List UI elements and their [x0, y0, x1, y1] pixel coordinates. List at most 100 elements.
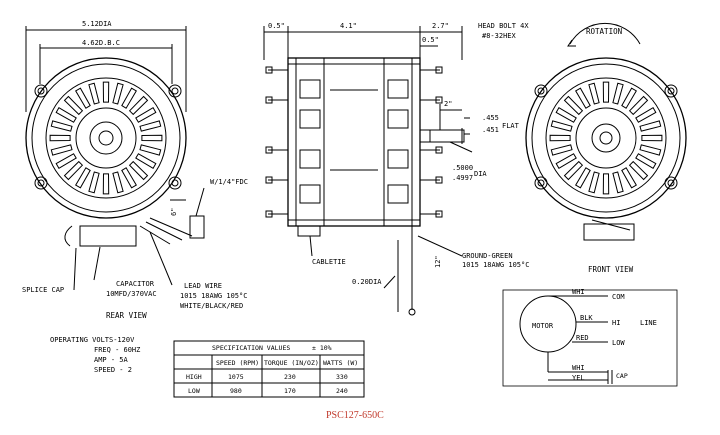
vent-slot	[88, 171, 100, 194]
vent-slot	[112, 82, 124, 105]
cable-tie-label: CABLETIE	[312, 258, 346, 266]
head-bolt-spec: #8-32HEX	[482, 32, 517, 40]
vent-slot	[139, 144, 162, 156]
motor-label: MOTOR	[532, 322, 554, 330]
wire-cap: CAP	[616, 372, 628, 380]
ground-green-label: GROUND-GREEN	[462, 252, 513, 260]
bolt-nut	[265, 146, 273, 154]
vent-slot	[628, 160, 649, 181]
rear-view-title: REAR VIEW	[106, 311, 147, 320]
wire-line: LINE	[640, 319, 657, 327]
spec-row-high-label: HIGH	[186, 373, 202, 381]
spec-row-low-torque: 170	[284, 387, 296, 395]
vent-slot	[75, 87, 91, 109]
spec-row-low-label: LOW	[188, 387, 200, 395]
wire-hi: HI	[612, 319, 620, 327]
bolt-nut	[435, 146, 443, 154]
dim-455: .455	[482, 114, 499, 122]
bolt-nut	[435, 210, 443, 218]
bolt-nut	[265, 176, 273, 184]
vent-slot	[121, 87, 137, 109]
rotation-label: ROTATION	[586, 27, 622, 36]
ring-dia-label: 0.20DIA	[352, 278, 382, 286]
vent-slot	[641, 134, 663, 142]
vent-slot	[139, 120, 162, 132]
vent-slot	[555, 153, 577, 169]
vent-slot	[63, 160, 84, 181]
dim-451: .451	[482, 126, 499, 134]
vent-slot	[621, 167, 637, 189]
capacitor-spec: 10MFD/370VAC	[106, 290, 157, 298]
dia-label: DIA	[474, 170, 487, 178]
vent-slot	[635, 153, 657, 169]
part-number: PSC127-650C	[326, 410, 384, 421]
vent-slot	[639, 120, 662, 132]
wire-low: LOW	[612, 339, 625, 347]
spec-table-grid	[173, 340, 365, 398]
vent-slot	[563, 160, 584, 181]
wire-whi-top: WHI	[572, 288, 585, 296]
head-bolt-label: HEAD BOLT 4X	[478, 22, 529, 30]
spec-header-speed: SPEED (RPM)	[216, 359, 259, 367]
dim-5000: .5000	[452, 164, 473, 172]
vent-slot	[612, 171, 624, 194]
side-view-drawing	[263, 26, 473, 316]
wire-com: COM	[612, 293, 625, 301]
op-speed: SPEED - 2	[94, 366, 132, 374]
lead-colors: WHITE/BLACK/RED	[180, 302, 243, 310]
vent-slot	[63, 95, 84, 116]
vent-slot	[50, 120, 73, 132]
wiring-diagram	[502, 289, 678, 387]
spec-header-watts: WATTS (W)	[323, 359, 358, 367]
inner-dia-label: 4.62D.B.C	[82, 39, 120, 47]
dim-05-left: 0.5"	[268, 22, 285, 30]
spec-row-low-speed: 980	[230, 387, 242, 395]
vent-slot	[635, 107, 657, 123]
vent-slot	[628, 95, 649, 116]
vent-slot	[602, 81, 610, 103]
vent-slot	[588, 82, 600, 105]
vent-slot	[555, 107, 577, 123]
vent-slot	[55, 107, 77, 123]
spec-header-torque: TORQUE (IN/OZ)	[264, 359, 319, 367]
bolt-nut	[435, 176, 443, 184]
vent-slot	[128, 95, 149, 116]
vent-slot	[602, 173, 610, 195]
spec-row-low-watts: 240	[336, 387, 348, 395]
vent-slot	[575, 167, 591, 189]
vent-slot	[141, 134, 163, 142]
lead-spec: 1015 18AWG 105°C	[180, 292, 247, 300]
dim-6: 6"	[170, 208, 178, 216]
vent-slot	[102, 173, 110, 195]
vent-slot	[621, 87, 637, 109]
vent-slot	[135, 153, 157, 169]
vent-slot	[121, 167, 137, 189]
op-amp: AMP - 5A	[94, 356, 129, 364]
dim-27: 2.7"	[432, 22, 449, 30]
vent-slot	[135, 107, 157, 123]
vent-slot	[102, 81, 110, 103]
outer-dia-label: 5.12DIA	[82, 20, 112, 28]
vent-slot	[55, 153, 77, 169]
vent-slot	[563, 95, 584, 116]
bolt-nut	[265, 210, 273, 218]
vent-slot	[588, 171, 600, 194]
dim-2: 2"	[444, 100, 452, 108]
wire-red: RED	[576, 334, 589, 342]
spec-row-high-watts: 330	[336, 373, 348, 381]
spec-tolerance: ± 10%	[312, 344, 332, 352]
vent-slot	[50, 144, 73, 156]
fdc-label: W/1/4"FDC	[210, 178, 248, 186]
vent-slot	[75, 167, 91, 189]
bolt-nut	[435, 96, 443, 104]
spec-row-high-speed: 1075	[228, 373, 244, 381]
vent-slot	[550, 144, 573, 156]
rear-view-drawing	[25, 26, 205, 291]
ground-spec: 1015 18AWG 105°C	[462, 261, 529, 269]
bolt-nut	[265, 66, 273, 74]
op-freq: FREQ - 60HZ	[94, 346, 140, 354]
spec-title: SPECIFICATION VALUES	[212, 344, 290, 352]
vent-slot	[49, 134, 71, 142]
